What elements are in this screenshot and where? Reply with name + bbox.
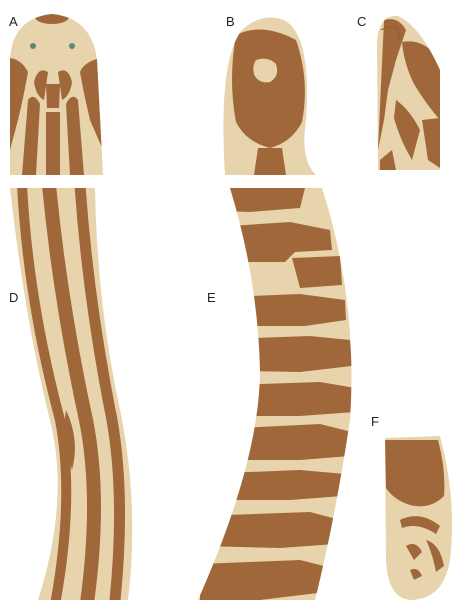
panel-label-f: F [371,414,379,429]
tail-ventral-drawing [385,436,452,600]
head-lateral-drawing [377,16,440,170]
panel-label-d: D [9,290,18,305]
panel-label-e: E [207,290,216,305]
panel-label-b: B [226,14,235,29]
body-dorsal-drawing [10,185,132,605]
body-banded-drawing [198,188,355,600]
panel-label-a: A [9,14,18,29]
panel-label-c: C [357,14,366,29]
panel-gap [0,178,459,186]
head-dorsal-drawing [10,10,103,175]
head-ventral-drawing [223,18,316,175]
